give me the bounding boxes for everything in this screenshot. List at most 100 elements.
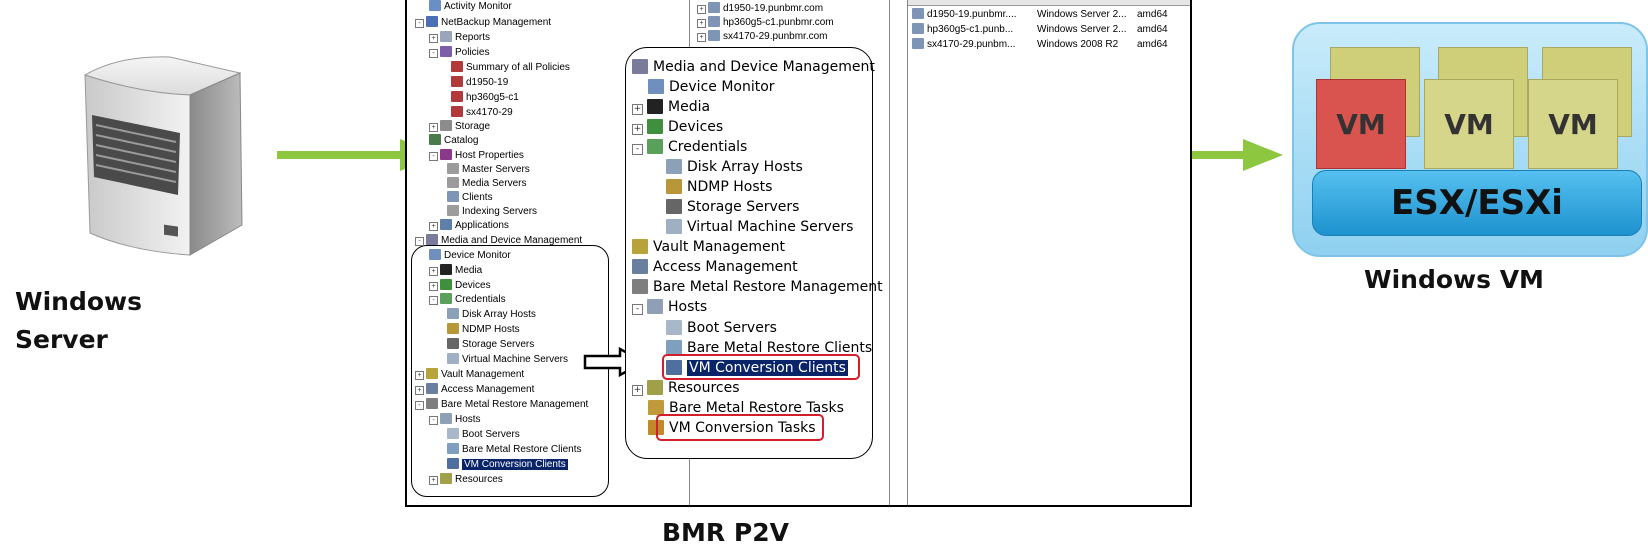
zoom-tree-item[interactable]: Bare Metal Restore Management <box>632 278 883 296</box>
zoom-tree-item[interactable]: Device Monitor <box>648 78 775 96</box>
table-row[interactable]: d1950-19.punbmr....Windows Server 2...am… <box>912 8 1187 21</box>
tree-item[interactable]: Master Servers <box>447 163 530 177</box>
expand-icon[interactable]: + <box>415 371 424 380</box>
tree-item[interactable]: Bare Metal Restore Clients <box>447 443 582 457</box>
tree-item[interactable]: Device Monitor <box>429 249 511 263</box>
collapse-icon[interactable]: - <box>415 19 424 28</box>
tree-item[interactable]: +Applications <box>429 219 509 233</box>
expand-icon[interactable]: + <box>429 34 438 43</box>
tree-item-label: Indexing Servers <box>462 206 538 217</box>
zoom-tree-item[interactable]: Virtual Machine Servers <box>666 218 853 236</box>
zoom-tree-item[interactable]: + Media <box>632 98 710 116</box>
collapse-icon[interactable]: - <box>429 152 438 161</box>
collapse-icon[interactable]: - <box>415 401 424 410</box>
client-list-item[interactable]: + d1950-19.punbmr.com <box>697 2 823 16</box>
bmr-p2v-label: BMR P2V <box>662 518 789 547</box>
collapse-icon[interactable]: - <box>632 304 643 315</box>
expand-icon[interactable]: + <box>632 385 643 396</box>
tree-item-label: Clients <box>462 192 493 203</box>
tree-item[interactable]: - Hosts <box>429 413 481 427</box>
tree-item[interactable]: Clients <box>447 191 493 205</box>
collapse-icon[interactable]: - <box>632 144 643 155</box>
zoom-tree-item[interactable]: Access Management <box>632 258 798 276</box>
tree-item[interactable]: Media Servers <box>447 177 526 191</box>
tree-item-label: Bare Metal Restore Management <box>653 279 883 295</box>
server-icon <box>447 205 459 216</box>
expand-icon[interactable]: + <box>697 33 706 42</box>
zoom-tree-item[interactable]: Disk Array Hosts <box>666 158 803 176</box>
vault-icon <box>632 239 648 254</box>
zoom-tree-item[interactable]: Vault Management <box>632 238 785 256</box>
tree-item[interactable]: hp360g5-c1 <box>451 91 519 105</box>
tree-item[interactable]: +Storage <box>429 120 490 134</box>
expand-icon[interactable]: + <box>429 282 438 291</box>
collapse-icon[interactable]: - <box>429 416 438 425</box>
tree-item[interactable]: -NetBackup Management <box>415 16 551 30</box>
tree-item[interactable]: -Credentials <box>429 293 506 307</box>
zoom-tree-item[interactable]: Media and Device Management <box>632 58 875 76</box>
tree-item[interactable]: Disk Array Hosts <box>447 308 536 322</box>
tree-item[interactable]: Virtual Machine Servers <box>447 353 568 367</box>
tree-item[interactable]: sx4170-29 <box>451 106 513 120</box>
zoom-tree-item[interactable]: +Resources <box>632 379 740 397</box>
tree-item-label: Hosts <box>455 414 481 425</box>
tree-item-label: Vault Management <box>653 239 785 255</box>
highlight-vm-conversion-clients <box>662 354 860 380</box>
tree-item[interactable]: Summary of all Policies <box>451 61 570 75</box>
expand-icon[interactable]: + <box>429 267 438 276</box>
tree-item[interactable]: Boot Servers <box>447 428 520 442</box>
resources-icon <box>440 473 452 484</box>
tree-item[interactable]: Indexing Servers <box>447 205 537 219</box>
collapse-icon[interactable]: - <box>415 237 424 246</box>
tree-item[interactable]: VM Conversion Clients <box>447 458 568 472</box>
zoom-tree-item[interactable]: Storage Servers <box>666 198 799 216</box>
tree-item-label: Policies <box>455 47 490 58</box>
tree-item[interactable]: -Host Properties <box>429 149 524 163</box>
expand-icon[interactable]: + <box>429 123 438 132</box>
expand-icon[interactable]: + <box>697 19 706 28</box>
tree-item[interactable]: +Access Management <box>415 383 534 397</box>
tree-item[interactable]: Storage Servers <box>447 338 534 352</box>
zoom-tree-item[interactable]: -Hosts <box>632 298 707 316</box>
zoom-tree-item[interactable]: +Devices <box>632 118 723 136</box>
tree-item[interactable]: -Bare Metal Restore Management <box>415 398 588 412</box>
collapse-icon[interactable]: - <box>429 296 438 305</box>
tree-item-label: Master Servers <box>462 164 530 175</box>
tree-item[interactable]: +Vault Management <box>415 368 524 382</box>
expand-icon[interactable]: + <box>632 104 643 115</box>
client-list-item[interactable]: +hp360g5-c1.punbmr.com <box>697 16 834 30</box>
client-list-label: d1950-19.punbmr.com <box>723 3 824 14</box>
zoom-tree-item[interactable]: VM Conversion Clients <box>666 359 848 377</box>
tree-item[interactable]: +Devices <box>429 279 491 293</box>
tree-item[interactable]: + Reports <box>429 31 490 45</box>
vm-box-middle: VM <box>1424 79 1514 169</box>
tree-item[interactable]: Catalog <box>429 134 478 148</box>
tree-item-label: Media <box>668 99 711 115</box>
tree-item[interactable]: Activity Monitor <box>429 0 512 14</box>
collapse-icon[interactable]: - <box>429 49 438 58</box>
zoom-tree-item[interactable]: Boot Servers <box>666 319 777 337</box>
tree-item[interactable]: NDMP Hosts <box>447 323 520 337</box>
tree-item[interactable]: +Media <box>429 264 482 278</box>
zoom-tree-item[interactable]: -Credentials <box>632 138 747 156</box>
zoom-tree-item[interactable]: Bare Metal Restore Tasks <box>648 399 844 417</box>
bmr-icon <box>426 398 438 409</box>
table-row[interactable]: hp360g5-c1.punb...Windows Server 2...amd… <box>912 23 1187 36</box>
expand-icon[interactable]: + <box>415 386 424 395</box>
tree-item[interactable]: -Media and Device Management <box>415 234 582 248</box>
tree-item[interactable]: +Resources <box>429 473 503 487</box>
zoom-tree-item[interactable]: NDMP Hosts <box>666 178 772 196</box>
expand-icon[interactable]: + <box>697 5 706 14</box>
expand-icon[interactable]: + <box>429 222 438 231</box>
tree-item-label: Boot Servers <box>687 320 777 336</box>
expand-icon[interactable]: + <box>429 476 438 485</box>
tree-item[interactable]: d1950-19 <box>451 76 508 90</box>
client-list-item[interactable]: +sx4170-29.punbmr.com <box>697 30 828 44</box>
tree-item-label: Access Management <box>653 259 798 275</box>
tree-item-label: Reports <box>455 32 491 43</box>
expand-icon[interactable]: + <box>632 124 643 135</box>
tree-item[interactable]: - Policies <box>429 46 489 60</box>
zoom-tree-item[interactable]: Bare Metal Restore Clients <box>666 339 872 357</box>
